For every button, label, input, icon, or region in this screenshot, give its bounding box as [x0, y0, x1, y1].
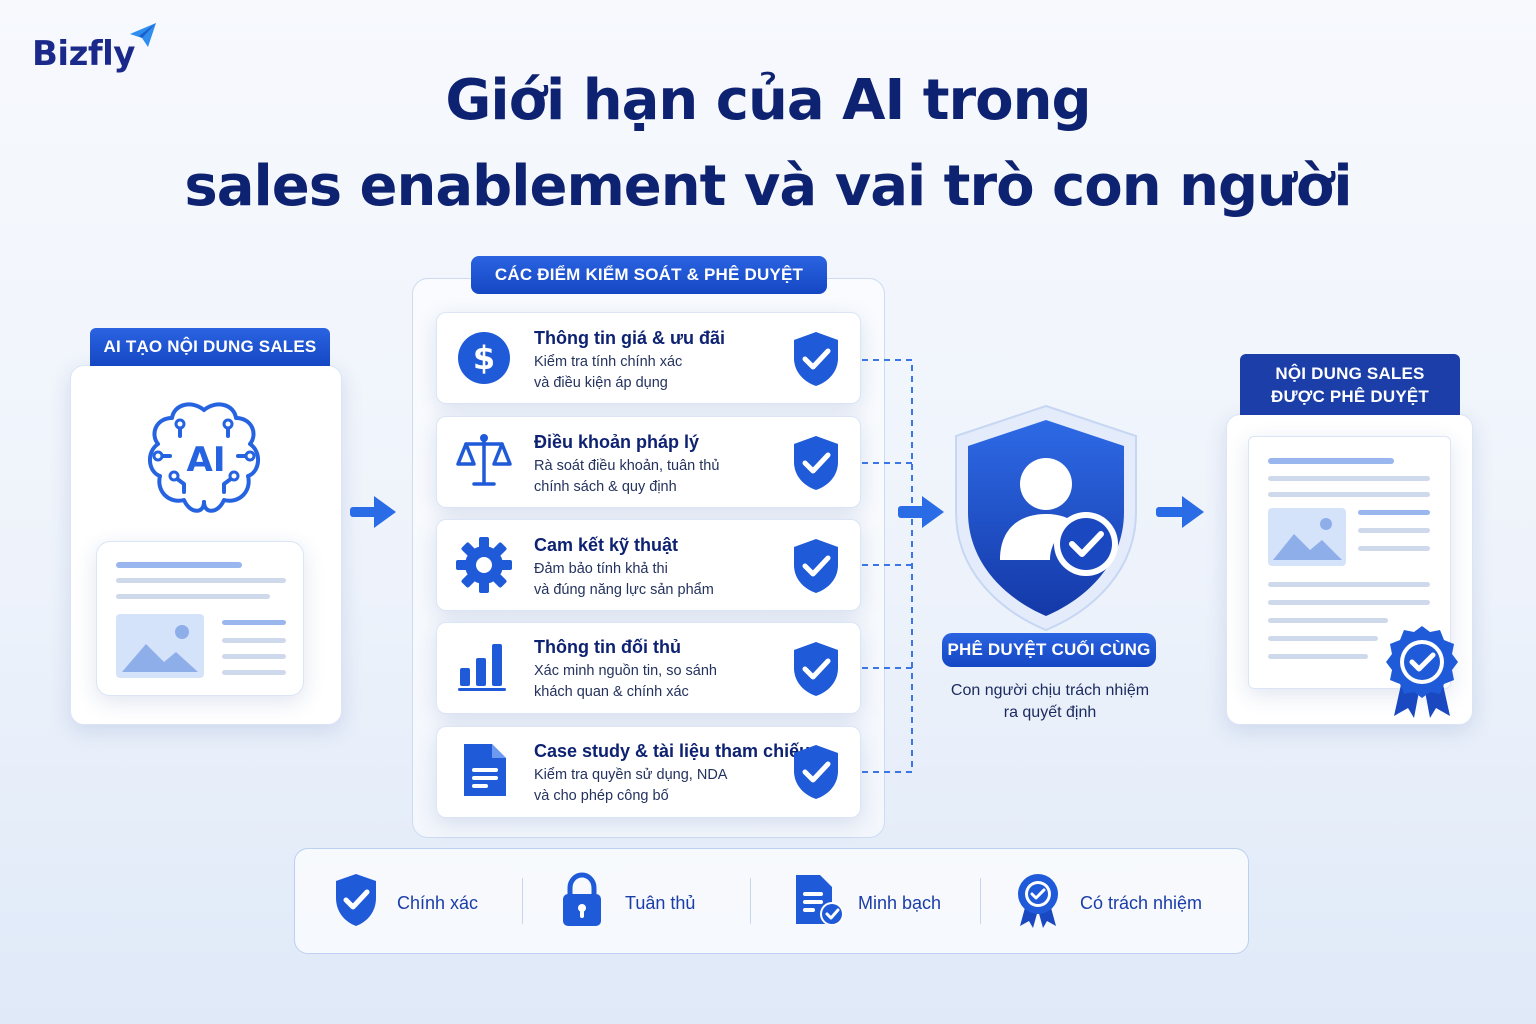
checkpoint-card-legal — [436, 416, 861, 508]
paper-plane-icon — [130, 23, 156, 47]
page-title-line-1: Giới hạn của AI trong — [445, 68, 1091, 133]
doc-line — [1268, 582, 1430, 587]
doc-line — [1358, 546, 1430, 551]
checkpoint-title: Thông tin đối thủ — [534, 637, 681, 657]
checkpoint-card-competitor — [436, 622, 861, 714]
checkpoint-desc-line-2: và đúng năng lực sản phẩm — [534, 582, 714, 598]
bar-chart-icon — [458, 644, 506, 691]
checkpoint-desc-line-2: và điều kiện áp dụng — [534, 375, 668, 391]
arrow-right-icon — [1156, 496, 1204, 528]
value-label-accuracy: Chính xác — [397, 893, 479, 913]
doc-line — [116, 578, 286, 583]
doc-line — [1268, 654, 1368, 659]
arrow-right-icon — [350, 496, 396, 528]
doc-line — [1358, 510, 1430, 515]
ai-input-label: AI TẠO NỘI DUNG SALES — [90, 328, 330, 366]
doc-line — [1268, 636, 1378, 641]
checkpoint-title: Điều khoản pháp lý — [534, 432, 700, 452]
checkpoint-title: Thông tin giá & ưu đãi — [534, 328, 726, 348]
approved-label-line-1: NỘI DUNG SALES — [1275, 364, 1425, 383]
scales-icon — [456, 434, 512, 486]
gear-icon — [456, 537, 512, 593]
svg-text:$: $ — [473, 339, 495, 377]
ai-brain-icon — [148, 402, 260, 513]
lock-icon — [563, 872, 601, 926]
checkpoints-header: CÁC ĐIỂM KIỂM SOÁT & PHÊ DUYỆT — [471, 256, 827, 294]
doc-line — [1268, 618, 1388, 623]
checkpoint-desc-line-1: Xác minh nguồn tin, so sánh — [534, 663, 717, 679]
shield-check-icon — [336, 874, 376, 926]
ai-brain-text: AI — [186, 440, 226, 480]
approved-label-line-2: ĐƯỢC PHÊ DUYỆT — [1271, 387, 1429, 406]
checkpoint-desc-line-1: Đảm bảo tính khả thi — [534, 561, 668, 577]
doc-line — [222, 638, 286, 643]
divider — [980, 878, 981, 924]
checkpoint-title: Cam kết kỹ thuật — [534, 535, 679, 555]
approved-content-label: NỘI DUNG SALES ĐƯỢC PHÊ DUYỆT — [1240, 354, 1460, 415]
final-approval-shield-icon — [955, 404, 1137, 632]
divider — [522, 878, 523, 924]
approval-badge-icon — [1386, 626, 1458, 718]
divider — [750, 878, 751, 924]
checkpoint-title: Case study & tài liệu tham chiếu — [534, 741, 811, 761]
page-title-line-2: sales enablement và vai trò con người — [184, 154, 1352, 219]
value-label-accountability: Có trách nhiệm — [1080, 893, 1203, 913]
image-placeholder-icon — [116, 614, 204, 678]
checkpoint-desc-line-1: Kiểm tra quyền sử dụng, NDA — [534, 767, 728, 783]
doc-line — [1268, 600, 1430, 605]
doc-line — [1268, 492, 1430, 497]
checkpoint-desc-line-2: khách quan & chính xác — [534, 684, 689, 700]
doc-line — [222, 654, 286, 659]
document-icon — [464, 744, 506, 796]
badge-icon — [1018, 874, 1058, 928]
checkpoint-desc-line-1: Rà soát điều khoản, tuân thủ — [534, 458, 720, 474]
final-approval-desc-line-2: ra quyết định — [1003, 704, 1097, 721]
shield-check-icon — [794, 539, 838, 593]
shield-check-icon — [794, 642, 838, 696]
doc-line — [222, 620, 286, 625]
doc-line — [222, 670, 286, 675]
doc-line — [1358, 528, 1430, 533]
checkpoint-card-pricing — [436, 312, 861, 404]
value-label-compliance: Tuân thủ — [625, 893, 696, 913]
doc-line — [1268, 476, 1430, 481]
final-approval-label: PHÊ DUYỆT CUỐI CÙNG — [942, 633, 1156, 667]
shield-check-icon — [794, 332, 838, 386]
value-label-transparency: Minh bạch — [858, 893, 942, 913]
shield-check-icon — [794, 745, 838, 799]
values-bar — [294, 848, 1249, 954]
checkpoint-desc-line-1: Kiểm tra tính chính xác — [534, 354, 683, 370]
checkpoint-desc-line-2: và cho phép công bố — [534, 788, 669, 804]
dollar-icon: $ — [458, 332, 510, 384]
doc-line — [116, 562, 242, 568]
doc-line — [1268, 458, 1394, 464]
document-check-icon — [796, 875, 844, 926]
checkpoint-desc-line-2: chính sách & quy định — [534, 479, 677, 495]
image-placeholder-icon — [1268, 508, 1346, 566]
doc-line — [116, 594, 270, 599]
final-approval-desc-line-1: Con người chịu trách nhiệm — [950, 682, 1150, 699]
connector-lines — [862, 359, 944, 773]
brand-logo: Bizfly — [32, 34, 135, 74]
shield-check-icon — [794, 436, 838, 490]
checkpoint-card-case-study — [436, 726, 861, 818]
